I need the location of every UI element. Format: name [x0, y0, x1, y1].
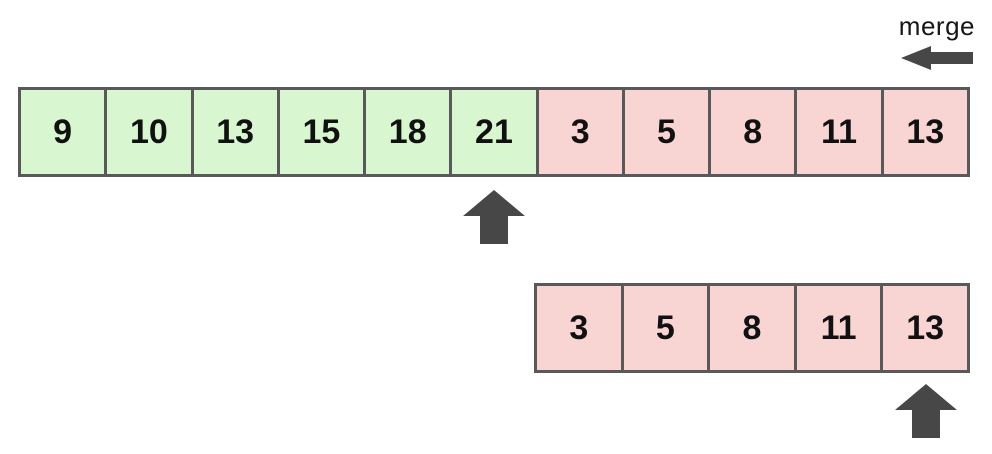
array-cell: 11 [794, 90, 881, 174]
array-cell: 3 [535, 90, 622, 174]
array-cell: 15 [276, 90, 364, 174]
array-cell: 8 [707, 286, 794, 370]
array-cell: 10 [104, 90, 191, 174]
subarray-pointer-up-arrow-icon [895, 384, 957, 438]
merge-indicator: merge [899, 10, 975, 70]
array-cell: 5 [621, 90, 709, 174]
array-cell: 13 [880, 286, 967, 370]
array-cell: 8 [708, 90, 795, 174]
array-cell: 13 [190, 90, 277, 174]
main-array-pointer-up-arrow-icon [463, 190, 525, 244]
merge-direction-left-arrow-icon [901, 46, 973, 70]
array-cell: 9 [21, 90, 105, 174]
array-cell: 13 [880, 90, 967, 174]
array-cell: 3 [537, 286, 621, 370]
array-cell: 18 [363, 90, 450, 174]
array-cell: 5 [620, 286, 708, 370]
array-cell: 11 [793, 286, 881, 370]
array-cell: 21 [449, 90, 536, 174]
merge-label: merge [898, 11, 975, 41]
